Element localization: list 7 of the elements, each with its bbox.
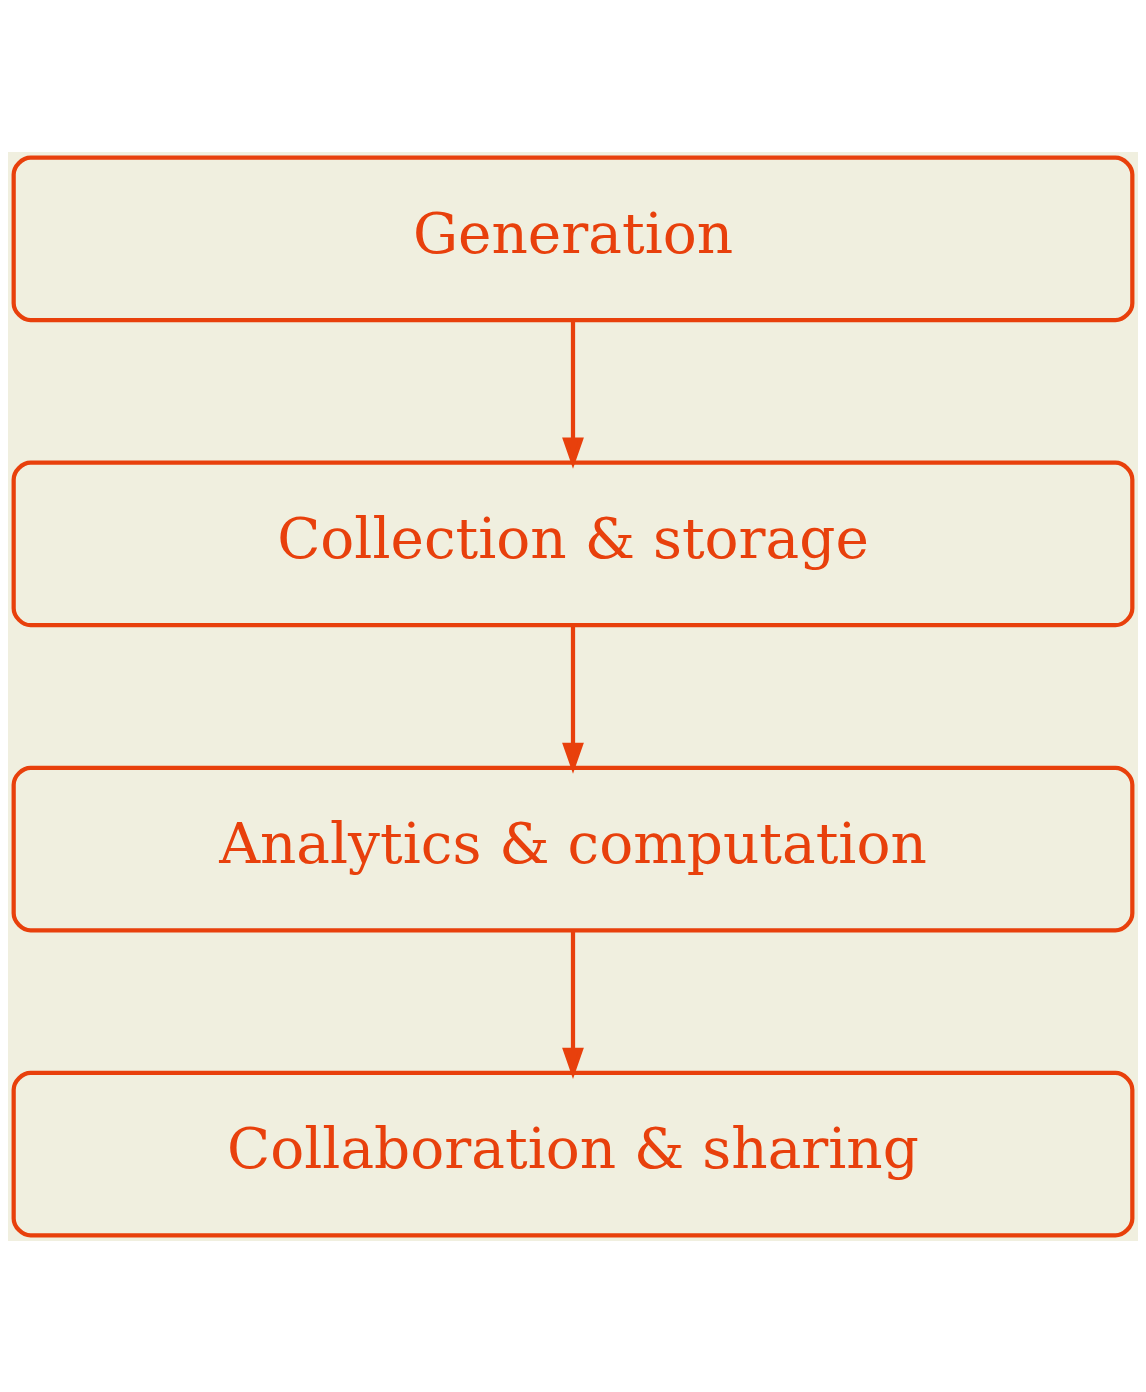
arrow — [562, 929, 584, 1079]
node-box: Generation — [11, 155, 1135, 322]
arrow — [562, 624, 584, 774]
node-box: Analytics & computation — [11, 765, 1135, 932]
node-box: Collection & storage — [11, 460, 1135, 627]
node-box: Collaboration & sharing — [11, 1070, 1135, 1237]
arrow — [562, 319, 584, 469]
